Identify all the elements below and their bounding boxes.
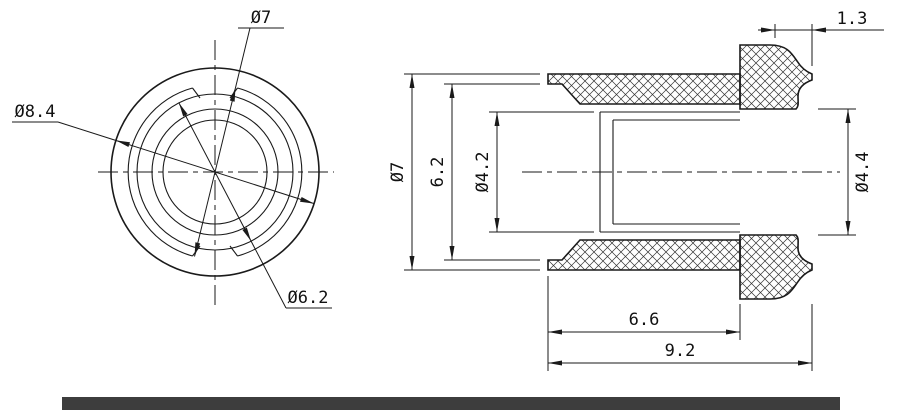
arrowhead [229, 87, 236, 102]
rib-arc-right [237, 87, 303, 257]
leader-line-outer [57, 121, 315, 205]
dim-label-hole: Ø4.2 [473, 152, 493, 193]
arrowhead [548, 360, 562, 366]
arrowhead [409, 74, 415, 88]
arrowhead [845, 109, 851, 123]
mid-circle [136, 93, 294, 251]
arrowhead [812, 27, 826, 33]
leader-line-mid [194, 27, 251, 257]
dim-label-groove-width: 1.3 [837, 9, 868, 29]
arrowhead [449, 246, 455, 260]
section-view: Ø7 6.2 Ø4.2 Ø4.4 1.3 6.6 [388, 9, 884, 371]
bore-circle [162, 119, 268, 225]
dim-label-tip-od: Ø4.4 [853, 152, 873, 193]
arrowhead [761, 27, 775, 33]
arrowhead [178, 102, 188, 117]
barrel-wall-top [547, 73, 741, 105]
arrowhead [726, 329, 740, 335]
leader-line-inner [178, 102, 287, 309]
arrowhead [798, 360, 812, 366]
arrowhead [494, 112, 500, 126]
arrowhead [845, 221, 851, 235]
outer-flange-circle [110, 67, 320, 277]
arrowhead [242, 227, 252, 242]
dim-label-body-od: Ø7 [388, 162, 408, 182]
arrowhead [300, 197, 315, 204]
rib-tick [229, 245, 238, 257]
rib-arc-left [127, 87, 193, 257]
dim-label-body-length: 6.6 [629, 310, 660, 330]
dim-label-outer: Ø8.4 [15, 102, 56, 122]
arrowhead [449, 84, 455, 98]
arrowhead [409, 256, 415, 270]
rib-tick [192, 87, 201, 99]
chamfer-circle [151, 108, 279, 236]
front-view: Ø8.4 Ø7 Ø6.2 [12, 8, 334, 309]
arrowhead [494, 218, 500, 232]
dim-label-bore: 6.2 [428, 157, 448, 188]
arrowhead [194, 242, 201, 257]
dim-label-mid: Ø7 [251, 8, 271, 28]
dim-label-overall-length: 9.2 [665, 341, 696, 361]
flange-section-top [739, 44, 813, 110]
arrowhead [115, 140, 130, 147]
arrowhead [548, 329, 562, 335]
dim-label-inner: Ø6.2 [288, 288, 329, 308]
bottom-divider-bar [62, 397, 840, 410]
flange-section-bottom [739, 234, 813, 300]
barrel-wall-bottom [547, 239, 741, 271]
